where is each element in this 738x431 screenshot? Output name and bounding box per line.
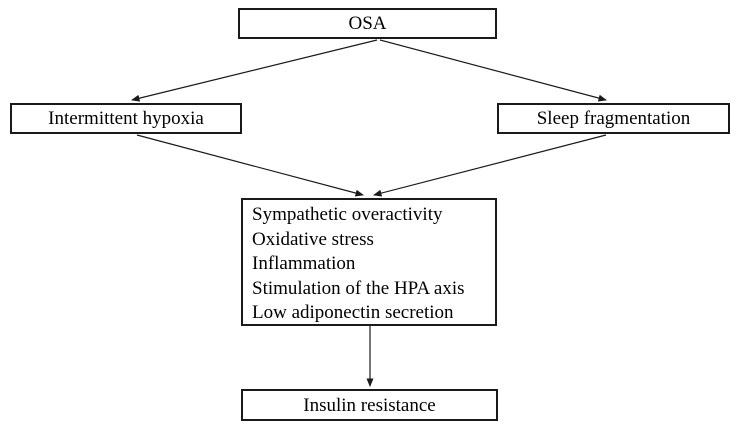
node-osa: OSA (238, 8, 497, 39)
arrow-intermittent-hypoxia-to-mechanisms (136, 134, 364, 197)
arrow-sleep-fragmentation-to-mechanisms (373, 134, 607, 197)
mechanisms-line-low-adiponectin: Low adiponectin secretion (252, 302, 454, 324)
arrow-osa-to-intermittent-hypoxia (131, 39, 378, 102)
node-intermittent-hypoxia-label: Intermittent hypoxia (48, 108, 204, 129)
mechanisms-line-inflammation: Inflammation (252, 253, 356, 275)
arrow-osa-to-sleep-fragmentation (379, 39, 607, 102)
node-osa-label: OSA (348, 13, 387, 34)
mechanisms-line-sympathetic-overactivity: Sympathetic overactivity (252, 204, 443, 225)
node-insulin-resistance: Insulin resistance (241, 389, 498, 421)
node-intermittent-hypoxia: Intermittent hypoxia (10, 103, 242, 134)
mechanisms-line-hpa-axis: Stimulation of the HPA axis (252, 277, 465, 299)
node-sleep-fragmentation-label: Sleep fragmentation (536, 108, 691, 129)
mechanisms-line-oxidative-stress: Oxidative stress (252, 228, 374, 250)
node-mechanisms: Sympathetic overactivity Oxidative stres… (241, 198, 497, 326)
node-sleep-fragmentation: Sleep fragmentation (497, 103, 730, 134)
node-insulin-resistance-label: Insulin resistance (303, 394, 436, 416)
